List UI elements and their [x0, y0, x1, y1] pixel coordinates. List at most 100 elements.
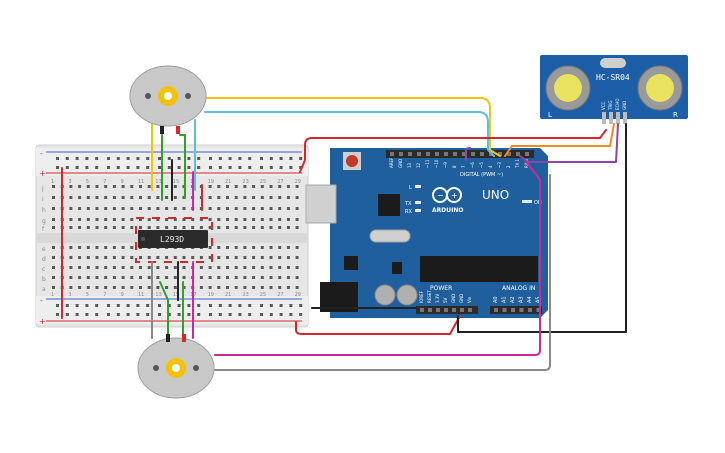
- wire-gray-to-arduino[interactable]: [214, 174, 551, 371]
- breadboard-hole: [165, 185, 169, 188]
- breadboard-hole: [191, 226, 195, 229]
- header-pin[interactable]: [435, 152, 439, 156]
- motor-screw-right: [193, 365, 199, 371]
- header-pin[interactable]: [519, 308, 524, 312]
- header-pin[interactable]: [471, 152, 475, 156]
- breadboard-hole: [112, 286, 116, 289]
- header-pin[interactable]: [417, 152, 421, 156]
- header-pin[interactable]: [511, 308, 515, 312]
- breadboard-hole: [78, 246, 82, 249]
- header-pin[interactable]: [494, 308, 498, 312]
- wire-cyan-to-arduino[interactable]: [204, 111, 495, 157]
- breadboard-hole: [278, 266, 282, 269]
- header-pin[interactable]: [420, 308, 424, 312]
- header-pin[interactable]: [444, 308, 448, 312]
- header-pin[interactable]: [444, 152, 448, 156]
- dc-motor-top[interactable]: [129, 65, 207, 134]
- wire-green-motor1-right[interactable]: [179, 134, 186, 199]
- breadboard-hole: [286, 286, 290, 289]
- column-number: 15: [173, 179, 179, 185]
- header-pin[interactable]: [452, 308, 456, 312]
- breadboard-hole: [182, 256, 186, 259]
- rail-hole: [218, 313, 222, 316]
- column-number: 29: [295, 292, 301, 298]
- pin-label: ~9: [443, 162, 448, 168]
- breadboard-hole: [295, 218, 299, 221]
- wire-purple-echo[interactable]: [465, 147, 471, 161]
- header-pin[interactable]: [507, 152, 511, 156]
- header-pin[interactable]: [426, 152, 430, 156]
- header-pin[interactable]: [480, 152, 484, 156]
- header-pin[interactable]: [462, 152, 466, 156]
- atmega-chip: [420, 256, 538, 282]
- usb-port[interactable]: [305, 184, 337, 224]
- header-pin[interactable]: [436, 308, 440, 312]
- rail-hole: [107, 304, 110, 307]
- led-on-label: ON: [534, 200, 542, 206]
- breadboard-hole: [52, 276, 55, 279]
- wire-green-motor2-left[interactable]: [159, 281, 169, 336]
- header-pin[interactable]: [460, 308, 464, 312]
- breadboard-hole: [217, 286, 221, 289]
- breadboard-hole: [121, 256, 125, 259]
- breadboard-hole: [156, 286, 160, 289]
- rail-hole: [116, 166, 120, 169]
- header-pin[interactable]: [408, 152, 412, 156]
- breadboard-hole: [156, 256, 160, 259]
- wire-magenta-to-arduino[interactable]: [214, 159, 541, 356]
- rail-hole: [75, 304, 79, 307]
- led-tx: [415, 201, 421, 204]
- dc-motor-bottom[interactable]: [137, 334, 215, 399]
- header-pin[interactable]: [390, 152, 394, 156]
- breadboard-hole: [173, 185, 177, 188]
- arduino-pcb: [330, 148, 548, 318]
- breadboard-hole: [269, 196, 273, 199]
- header-pin[interactable]: [502, 308, 507, 312]
- header-pin[interactable]: [498, 152, 502, 156]
- sensor-pin[interactable]: [602, 112, 606, 124]
- breadboard-hole: [295, 256, 299, 259]
- sensor-pin[interactable]: [609, 112, 613, 124]
- header-pin[interactable]: [525, 152, 529, 156]
- breadboard-hole: [86, 196, 90, 199]
- header-pin[interactable]: [428, 308, 432, 312]
- reset-button[interactable]: [346, 155, 358, 167]
- breadboard-hole: [112, 226, 116, 229]
- header-pin[interactable]: [516, 152, 520, 156]
- rail-hole: [279, 313, 283, 316]
- wire-black-gnd-2[interactable]: [457, 123, 627, 333]
- breadboard-hole: [278, 196, 282, 199]
- breadboard-hole: [147, 196, 151, 199]
- motor-terminal-red: [182, 334, 186, 342]
- breadboard-hole: [208, 185, 212, 188]
- breadboard-hole: [130, 196, 134, 199]
- rail-hole: [260, 313, 263, 316]
- sensor-pin[interactable]: [616, 112, 620, 124]
- breadboard-hole: [278, 226, 282, 229]
- breadboard-hole: [269, 185, 273, 188]
- header-pin[interactable]: [453, 152, 457, 156]
- header-pin[interactable]: [468, 308, 472, 312]
- rail-hole: [65, 166, 69, 169]
- l293d-chip[interactable]: L293D: [135, 217, 213, 263]
- wire-red-5v-rail[interactable]: [299, 129, 607, 173]
- rail-hole: [228, 157, 232, 160]
- header-pin[interactable]: [399, 152, 403, 156]
- wire-orange-trig[interactable]: [504, 123, 615, 157]
- wire-yellow-to-arduino[interactable]: [204, 97, 501, 157]
- breadboard-hole: [165, 266, 169, 269]
- header-pin[interactable]: [528, 308, 532, 312]
- wire-purple-echo-2[interactable]: [519, 123, 619, 163]
- breadboard-hole: [269, 276, 273, 279]
- header-pin[interactable]: [536, 308, 541, 312]
- breadboard-hole: [78, 286, 82, 289]
- wire-red-bottom[interactable]: [295, 315, 461, 335]
- rail-hole: [299, 313, 303, 316]
- sensor-pin[interactable]: [623, 112, 627, 124]
- breadboard-hole: [130, 286, 134, 289]
- breadboard-hole: [139, 256, 142, 259]
- row-letter: j: [41, 185, 44, 192]
